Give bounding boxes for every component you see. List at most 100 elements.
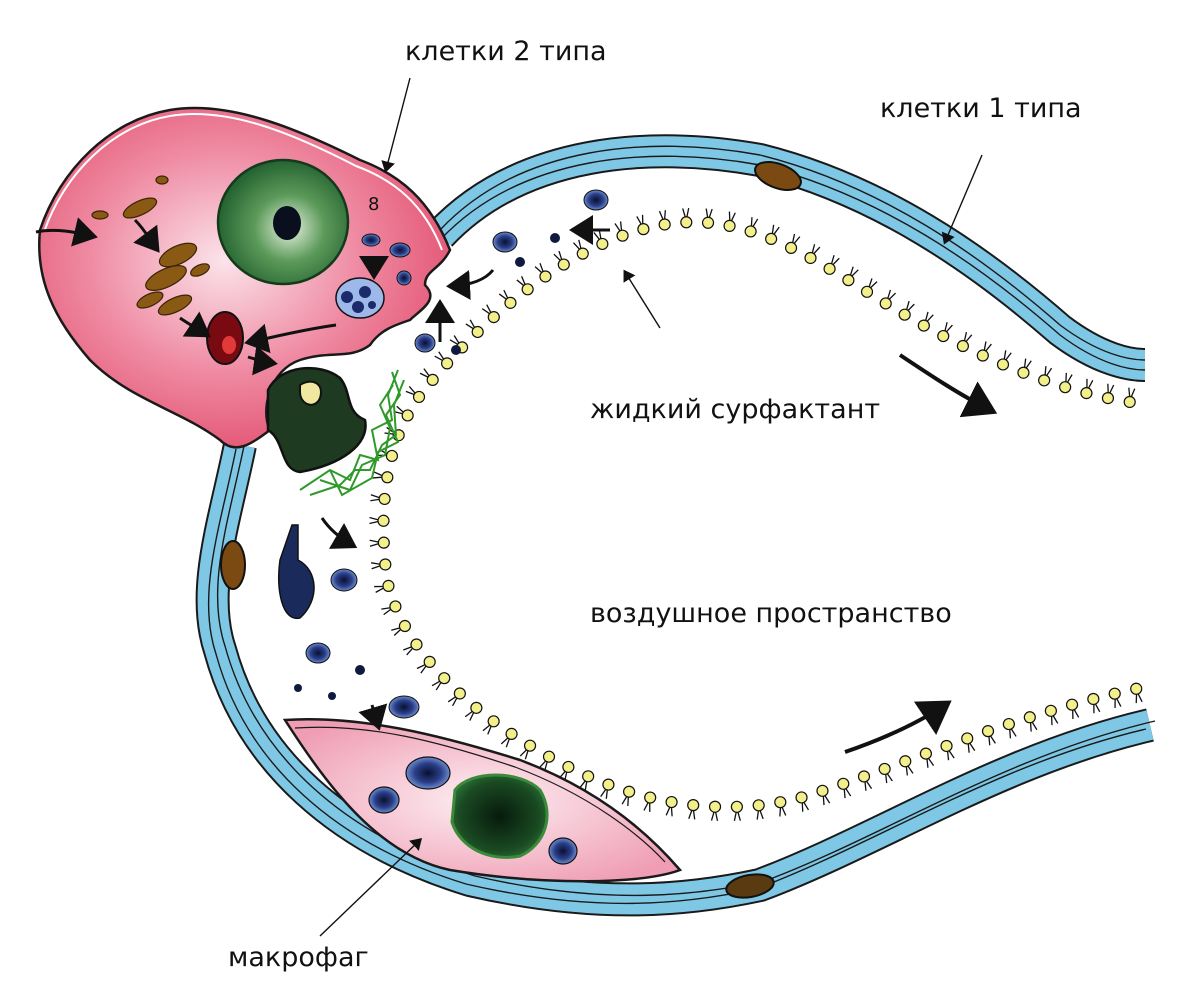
surfactant-lipid — [680, 208, 693, 229]
surfactant-lipid — [374, 579, 395, 593]
surfactant-lipid — [996, 350, 1012, 371]
label-type1-cells: клетки 1 типа — [880, 93, 1082, 124]
surfactant-lipid — [636, 214, 650, 236]
surfactant-lipid — [878, 762, 893, 784]
surfactant-lipid — [658, 210, 671, 231]
surfactant-lipid — [1123, 387, 1136, 409]
surfactant-lipid — [795, 791, 810, 812]
surfactant-lipid — [403, 638, 423, 656]
surfactant-lipid — [940, 739, 955, 761]
surfactant-lipid — [1038, 366, 1053, 387]
label-type2-cells: клетки 2 типа — [405, 36, 607, 67]
hypophase-vesicles — [278, 189, 609, 719]
surfactant-lipid — [919, 747, 935, 768]
surfactant-lipid — [701, 208, 715, 229]
surfactant-lipid — [899, 755, 914, 776]
surfactant-lipid — [553, 250, 570, 271]
surfactant-lipid — [937, 322, 953, 343]
surfactant-lipid — [539, 750, 556, 771]
surfactant-lipid — [1002, 717, 1017, 739]
leader-lines — [319, 77, 983, 937]
surfactant-lipid — [665, 795, 678, 817]
surfactant-lipid — [500, 727, 518, 748]
lamellar-bodies — [91, 175, 210, 316]
surfactant-lipid — [419, 368, 439, 387]
surfactant-lipid — [961, 732, 976, 753]
surfactant-lipid — [1017, 358, 1032, 379]
surfactant-lipid — [1130, 682, 1143, 704]
surfactant-lipid — [774, 796, 787, 817]
surfactant-lipid — [431, 672, 451, 691]
surfactant-lipid — [482, 715, 500, 735]
surfactant-lipid — [687, 799, 700, 820]
surfactant-lipid — [481, 304, 500, 324]
surfactant-lipid — [614, 221, 629, 242]
surfactant-lipid — [1080, 378, 1094, 400]
surfactant-monolayer — [369, 208, 1143, 822]
surfactant-lipid — [1044, 704, 1059, 726]
surfactant-lipid — [369, 514, 390, 527]
svg-text:8: 8 — [368, 194, 379, 215]
surfactant-lipid — [765, 224, 780, 246]
surfactant-lipid — [879, 289, 897, 310]
surfactant-lipid — [956, 332, 973, 353]
surfactant-lipid — [1023, 711, 1038, 732]
surfactant-lipid — [1101, 383, 1115, 405]
label-macrophage: макрофаг — [228, 942, 369, 973]
surfactant-lipid — [823, 255, 840, 275]
surfactant-lipid — [416, 655, 436, 674]
surfactant-lipid — [405, 386, 426, 404]
surfactant-lipid — [723, 211, 736, 232]
surfactant-lipid — [465, 319, 484, 339]
surfactant-lipid — [600, 778, 615, 799]
surfactant-lipid — [1065, 698, 1080, 720]
surfactant-lipid — [898, 300, 915, 321]
surfactant-lipid — [857, 770, 873, 791]
surfactant-lipid — [816, 784, 831, 806]
surfactant-lipid — [784, 233, 801, 255]
macrophage-nucleus — [450, 773, 549, 859]
surfactant-lipid — [730, 800, 743, 822]
surfactant-lipid — [381, 600, 402, 616]
surfactant-lipid — [837, 777, 852, 799]
surfactant-lipid — [842, 266, 859, 287]
surfactant-lipid — [370, 492, 391, 506]
surfactant-lipid — [752, 799, 765, 820]
surfactant-lipid — [464, 701, 483, 721]
surfactant-lipid — [976, 341, 992, 362]
surfactant-lipid — [534, 263, 552, 283]
surfactant-lipid — [393, 405, 414, 422]
surfactant-lipid — [369, 536, 390, 549]
type1-cell-wall — [195, 134, 1156, 917]
tubular-myelin — [299, 369, 405, 497]
surfactant-lipid — [860, 278, 878, 298]
surfactant-lipid — [516, 276, 534, 296]
surfactant-lipid — [804, 244, 821, 265]
surfactant-lipid — [593, 229, 609, 251]
surfactant-lipid — [1059, 372, 1073, 394]
surfactant-lipid — [1087, 692, 1101, 714]
macrophage — [282, 718, 683, 883]
surfactant-lipid — [744, 217, 759, 238]
label-liquid-surfactant: жидкий сурфактант — [590, 394, 880, 425]
surfactant-lipid — [447, 687, 466, 707]
surfactant-lipid — [370, 558, 392, 571]
flow-arrows — [35, 215, 998, 754]
surfactant-lipid — [372, 471, 394, 484]
surfactant-lipid — [917, 311, 934, 332]
surfactant-lipid — [981, 725, 996, 746]
surfactant-lipid — [579, 770, 595, 791]
surfactant-lipid — [558, 760, 575, 781]
surfactant-lipid — [1108, 687, 1122, 708]
surfactant-lipid — [519, 739, 537, 760]
surfactant-lipid — [391, 619, 412, 636]
surfactant-lipid — [498, 289, 517, 309]
label-air-space: воздушное пространство — [590, 598, 952, 629]
surfactant-lipid — [708, 800, 722, 821]
surfactant-lipid — [572, 239, 589, 260]
surfactant-lipid — [621, 785, 636, 807]
surfactant-lipid — [434, 351, 454, 370]
surfactant-lipid — [643, 791, 657, 812]
type2-cell: 8 — [38, 106, 452, 474]
